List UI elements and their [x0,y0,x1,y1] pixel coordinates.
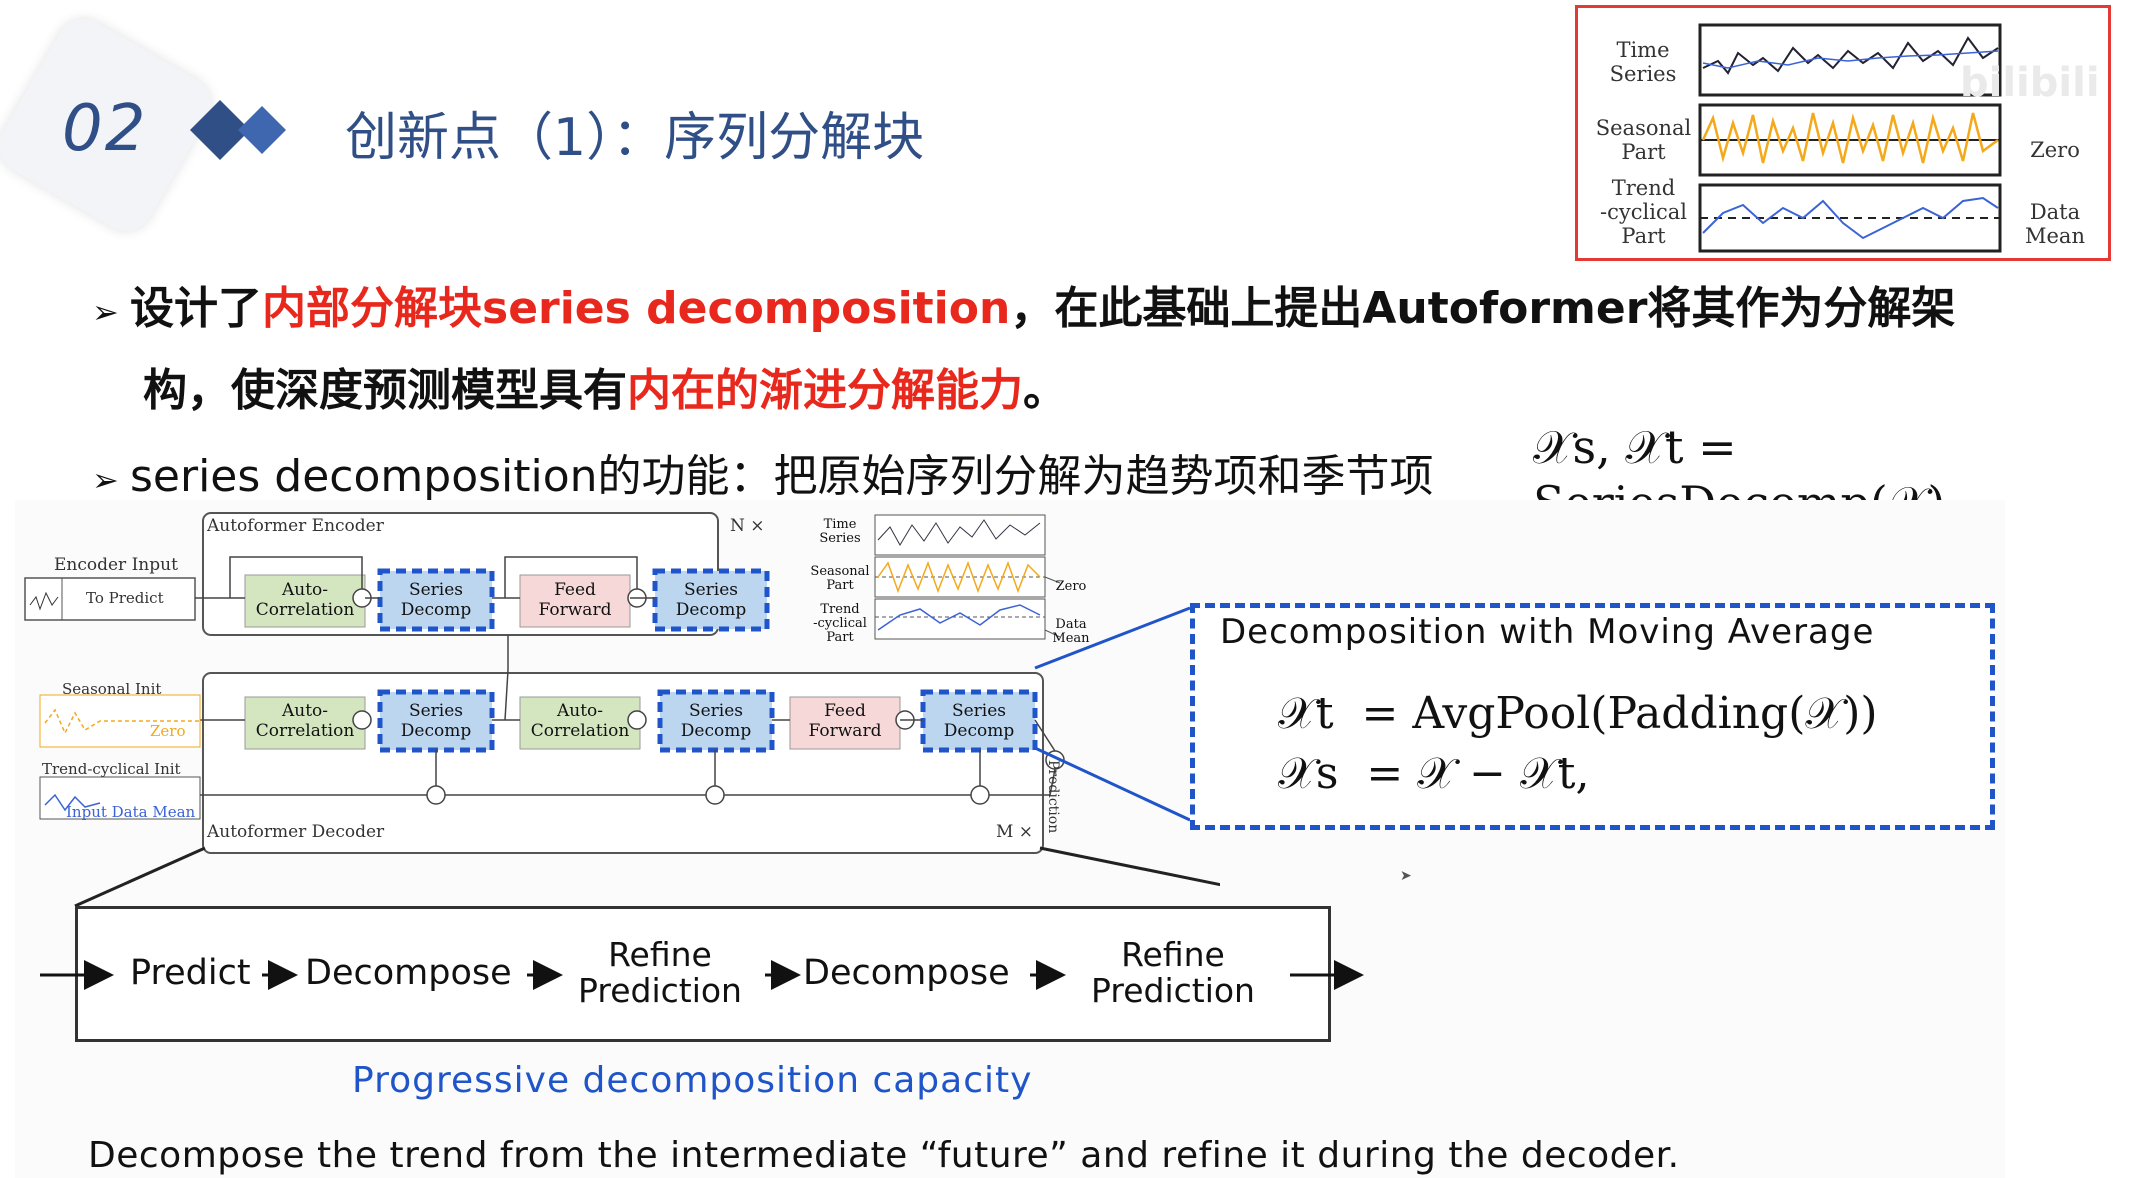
flow-step-refine-2: Refine Prediction [1091,935,1255,1010]
encoder-series-decomp-2: Series Decomp [675,580,747,620]
decoder-series-decomp-1: Series Decomp [400,701,472,741]
mouse-cursor-icon: ➤ [1400,868,1412,884]
mini-label-seasonal: Seasonal Part [810,564,870,593]
bullet-1-text-d: 。 [1023,365,1067,416]
page-title: 创新点（1）：序列分解块 [345,108,925,168]
to-predict-label: To Predict [86,589,164,607]
inset-label-seasonal: Seasonal Part [1595,116,1692,164]
moving-average-title: Decomposition with Moving Average [1220,612,1875,652]
bottom-caption: Decompose the trend from the intermediat… [88,1135,1680,1176]
bullet-arrow-icon: ➢ [92,461,119,499]
mini-label-data-mean: Data Mean [1052,617,1090,646]
bullet-1-continuation: 构，使深度预测模型具有内在的渐进分解能力。 [143,354,1067,418]
inset-label-time-series: Time Series [1609,38,1677,86]
bullet-2-text: series decomposition的功能：把原始序列分解为趋势项和季节项 [130,451,1434,502]
flow-step-refine-1: Refine Prediction [578,935,742,1010]
moving-average-box [1190,603,1995,830]
decoder-repeat: M × [996,822,1034,842]
flow-step-predict: Predict [130,953,251,993]
encoder-input-label: Encoder Input [54,555,178,575]
trend-init-label: Trend-cyclical Init [42,760,181,778]
encoder-feed-forward: Feed Forward [538,580,612,620]
equation-trend: 𝒳t = AvgPool(Padding(𝒳)) [1278,688,1878,739]
seasonal-init-label: Seasonal Init [62,680,162,698]
bullet-1-text-c: 构，使深度预测模型具有 [143,365,627,416]
decoder-feed-forward: Feed Forward [808,701,882,741]
mini-label-time-series: Time Series [819,517,861,546]
autoformer-architecture [24,512,1065,854]
equation-trend-rhs: = AvgPool(Padding(𝒳)) [1361,688,1878,739]
bullet-arrow-icon: ➢ [92,293,119,331]
equation-seasonal: 𝒳s = 𝒳 − 𝒳t, [1278,748,1589,799]
decoder-series-decomp-3: Series Decomp [943,701,1015,741]
encoder-autocorrelation: Auto- Correlation [255,580,355,620]
decoder-autocorrelation-1: Auto- Correlation [255,701,355,741]
trend-init-box-label: Input Data Mean [66,803,196,821]
seasonal-zero-label: Zero [150,722,186,740]
bullet-1-highlight-a: 内部分解块series decomposition [262,283,1011,334]
decoder-series-decomp-2: Series Decomp [680,701,752,741]
section-number: 02 [62,92,148,166]
bullet-1-highlight-b: 内在的渐进分解能力 [627,365,1023,416]
decoder-autocorrelation-2: Auto- Correlation [530,701,630,741]
watermark: bilibili [1960,60,2100,106]
equation-seasonal-rhs: = 𝒳 − 𝒳t, [1366,748,1590,799]
inset-plots [1698,23,2002,253]
bullet-1-text-a: 设计了 [130,283,262,334]
progressive-caption: Progressive decomposition capacity [352,1060,1033,1101]
equation-trend-lhs: 𝒳t [1278,688,1334,739]
mini-label-zero: Zero [1055,579,1087,594]
flow-step-decompose-2: Decompose [803,953,1010,993]
decomposition-inset: Time Series Seasonal Part Trend -cyclica… [1575,5,2111,261]
flow-step-decompose-1: Decompose [305,953,512,993]
encoder-repeat: N × [730,516,765,536]
inset-label-data-mean: Data Mean [2025,200,2085,248]
zoom-connectors [74,606,1220,908]
inset-label-zero: Zero [2030,138,2080,162]
bullet-1: ➢ 设计了内部分解块series decomposition，在此基础上提出Aut… [92,272,1955,336]
encoder-title: Autoformer Encoder [207,516,384,536]
bullet-1-text-b: ，在此基础上提出Autoformer将其作为分解架 [1010,283,1956,334]
bullet-2: ➢ series decomposition的功能：把原始序列分解为趋势项和季节项 [92,440,1434,504]
encoder-series-decomp-1: Series Decomp [400,580,472,620]
diamond-icon [190,100,286,160]
mini-label-trend: Trend -cyclical Part [813,602,867,645]
decoder-title: Autoformer Decoder [207,822,385,842]
inset-label-trend: Trend -cyclical Part [1600,176,1687,248]
flow-arrows [40,960,1364,990]
equation-seasonal-lhs: 𝒳s [1278,748,1339,799]
